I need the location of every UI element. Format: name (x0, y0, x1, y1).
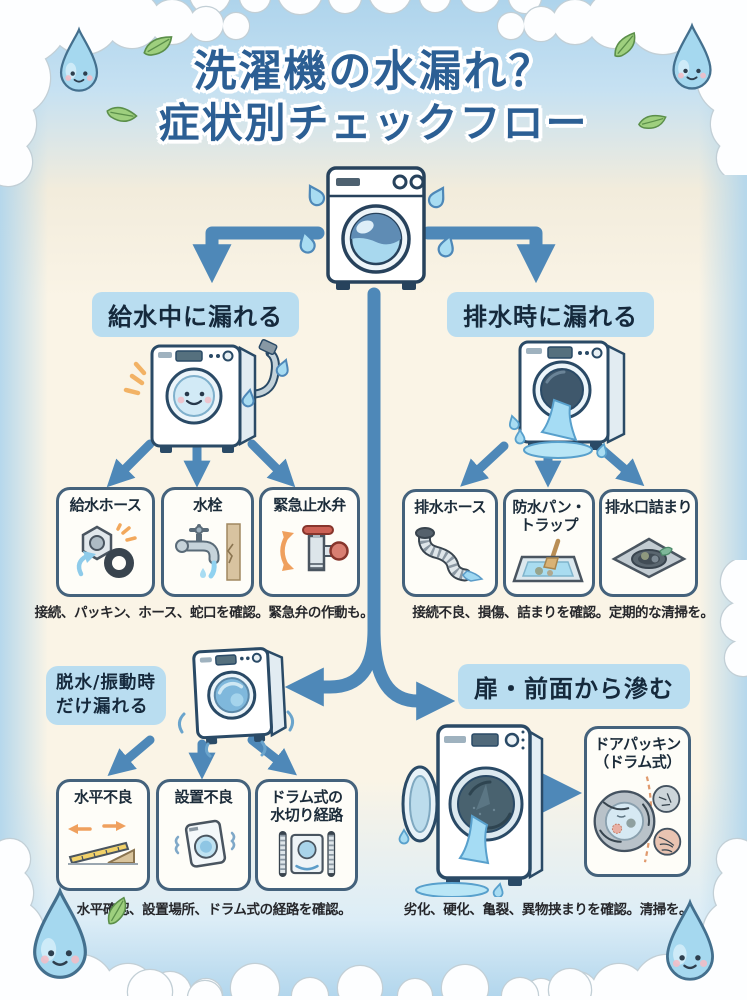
check-box-label: ドアパッキン （ドラム式） (594, 735, 681, 771)
clogged-drain-icon (610, 537, 687, 579)
check-box-drain-clog: 排水口詰まり (599, 489, 698, 597)
header-drain-leak: 排水時に漏れる (447, 292, 654, 337)
check-box-supply-hose: 給水ホース (56, 487, 155, 597)
washing-machine-open-door-icon (398, 724, 544, 897)
washing-machine-leaking-icon (299, 166, 454, 290)
check-box-label: 防水パン・ トラップ (512, 498, 586, 534)
washing-machine-draining-icon (508, 340, 626, 459)
check-box-label: 緊急止水弁 (273, 496, 346, 514)
title-line-1: 洗濯機の水漏れ？ (193, 47, 554, 97)
water-drop-mascot-bottom-left (33, 886, 87, 979)
door-gasket-cracks-icon (593, 776, 682, 863)
check-box-label: 設置不良 (174, 788, 233, 806)
check-box-label: 排水口詰まり (604, 498, 693, 516)
washing-machine-supply-hose-icon (123, 338, 289, 453)
leaf-icon (143, 36, 173, 56)
poster-title: 洗濯機の水漏れ？ 症状別チェックフロー (0, 46, 747, 148)
leaf-icon (107, 896, 127, 925)
drain-pan-brush-icon (512, 538, 584, 583)
shutoff-valve-icon (279, 525, 349, 572)
water-drop-mascot-bottom-right (666, 898, 714, 981)
faucet-icon (174, 523, 241, 582)
check-box-drum-path: ドラム式の 水切り経路 (255, 779, 358, 891)
leaf-icon (614, 31, 636, 58)
check-box-label: ドラム式の 水切り経路 (270, 788, 343, 824)
water-drop-mascot-top-left (59, 26, 99, 92)
leaf-icon (638, 114, 667, 129)
drain-path-icon (278, 831, 335, 878)
check-box-door-gasket: ドアパッキン （ドラム式） (584, 726, 691, 877)
tilted-washer-icon (174, 820, 235, 868)
check-box-level: 水平不良 (56, 779, 150, 891)
check-box-label: 給水ホース (69, 496, 142, 514)
leaf-icon (106, 106, 138, 123)
water-drop-mascot-top-right (672, 22, 712, 90)
corrugated-hose-icon (415, 527, 484, 583)
header-door-leak: 扉・前面から滲む (458, 664, 690, 709)
check-box-label: 水栓 (192, 496, 223, 514)
check-box-label: 水平不良 (73, 788, 133, 806)
caption-spin: 水平確認、設置場所、ドラム式の経路を確認。 (76, 902, 352, 918)
caption-door: 劣化、硬化、亀裂、異物挟まりを確認。清掃を。 (403, 902, 693, 918)
cloud-border-right-mid (719, 560, 747, 678)
washing-machine-vibrating-icon (177, 647, 295, 758)
header-spin-leak: 脱水/振動時 だけ漏れる (46, 666, 166, 726)
check-box-drain-hose: 排水ホース (402, 489, 498, 597)
caption-supply: 接続、パッキン、ホース、蛇口を確認。緊急弁の作動も。 (34, 605, 374, 621)
check-box-installation: 設置不良 (156, 779, 251, 891)
title-line-2: 症状別チェックフロー (158, 99, 589, 148)
cloud-border-bottom (0, 962, 747, 1000)
caption-drain: 接続不良、損傷、詰まりを確認。定期的な清掃を。 (412, 605, 714, 621)
check-box-waterproof-pan: 防水パン・ トラップ (503, 489, 595, 597)
supply-hose-icon (76, 523, 137, 579)
tilted-level-icon (68, 821, 138, 866)
header-supply-leak: 給水中に漏れる (92, 292, 299, 337)
check-box-emergency-valve: 緊急止水弁 (259, 487, 360, 597)
check-box-label: 排水ホース (414, 498, 486, 516)
check-box-faucet: 水栓 (161, 487, 254, 597)
